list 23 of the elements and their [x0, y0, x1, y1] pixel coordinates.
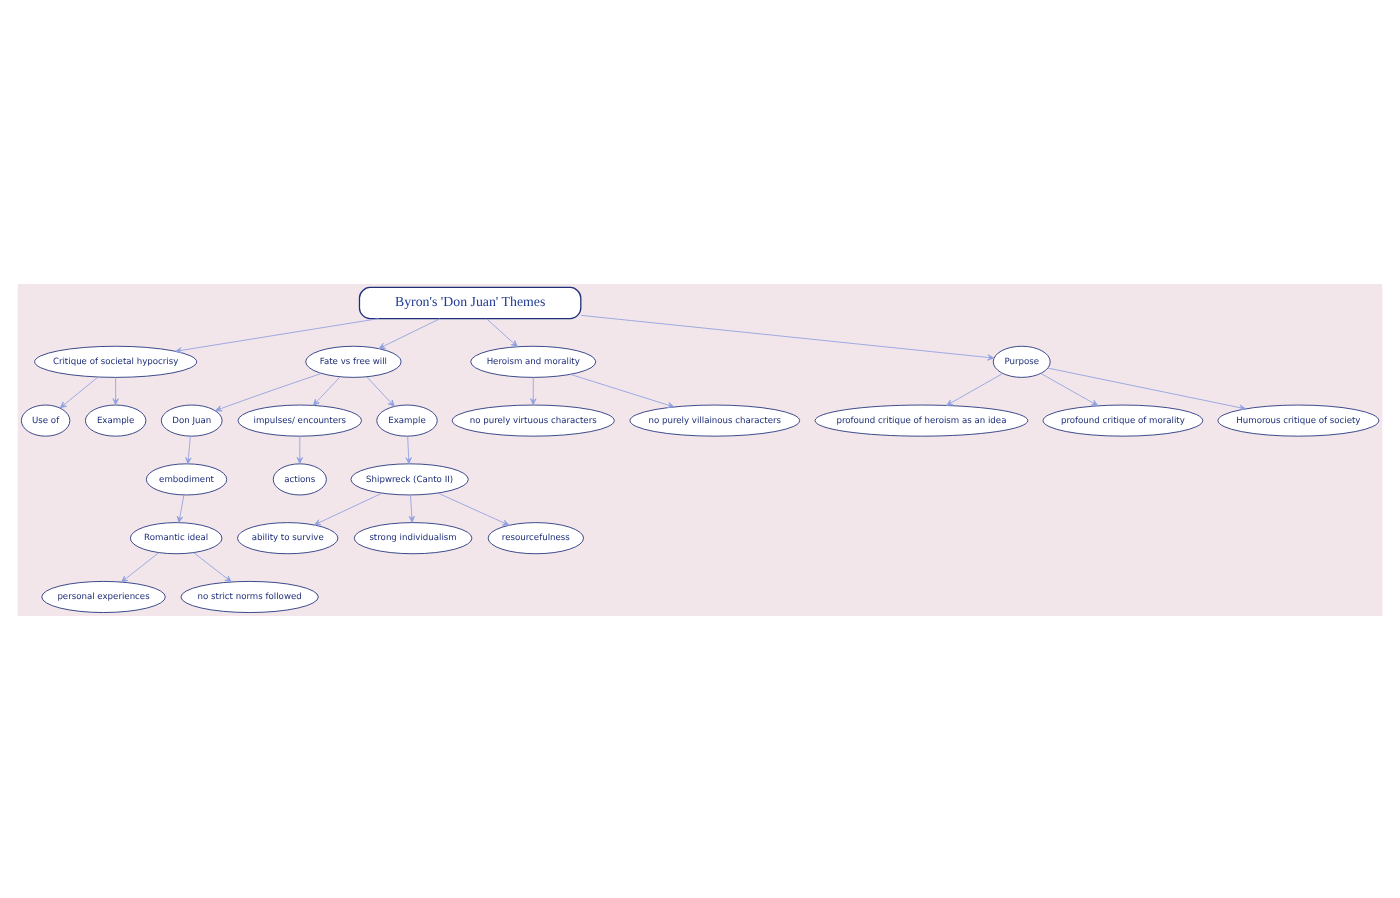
arrow [175, 317, 380, 353]
arrow [312, 375, 341, 405]
arrow [314, 491, 383, 525]
arrow [486, 317, 518, 347]
arrow [366, 375, 395, 406]
arrow [530, 376, 537, 405]
arrow [215, 372, 322, 411]
arrow [408, 493, 415, 522]
arrow [112, 376, 119, 405]
arrow [580, 313, 995, 360]
arrow [121, 551, 159, 582]
arrow [378, 317, 441, 348]
arrow [946, 372, 1004, 405]
arrow [185, 434, 192, 464]
arrow [296, 435, 303, 463]
arrow [176, 493, 185, 522]
arrow [1040, 372, 1099, 406]
arrow [437, 491, 510, 525]
arrow [193, 551, 232, 582]
arrow [1047, 366, 1246, 410]
arrow [405, 434, 412, 464]
arrow [570, 372, 675, 408]
arrow [59, 375, 99, 408]
